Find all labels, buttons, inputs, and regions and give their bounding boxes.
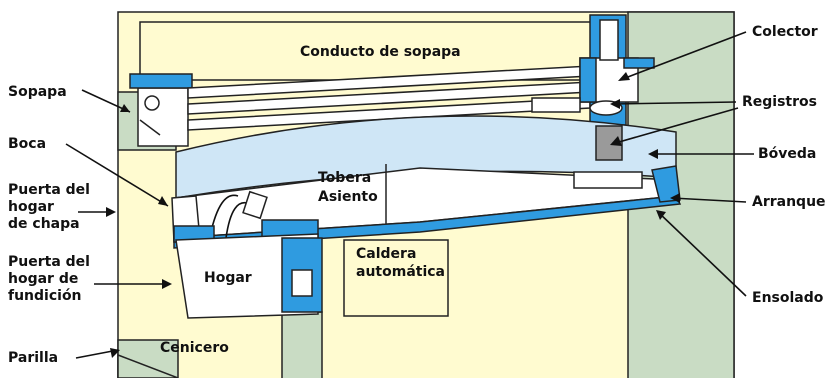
arranque-plate	[573, 171, 643, 189]
arrow-parilla	[110, 348, 120, 358]
nozzle	[242, 190, 268, 220]
leader-arranque	[671, 197, 747, 203]
label-caldera-2: automática	[356, 264, 445, 280]
label-arranque: Arranque	[752, 194, 826, 210]
label-caldera-1: Caldera	[356, 246, 416, 262]
label-puerta-chapa-3: de chapa	[8, 216, 80, 232]
arrow-puerta-fundicion	[162, 279, 172, 289]
label-asiento: Asiento	[318, 189, 378, 205]
label-boveda: Bóveda	[758, 146, 816, 162]
label-puerta-fundicion-1: Puerta del	[8, 254, 90, 270]
leader-ensolado	[657, 211, 747, 297]
arrow-ensolado	[656, 210, 666, 220]
label-boca: Boca	[8, 136, 46, 152]
sopapa-box	[137, 87, 189, 147]
arrow-sopapa	[120, 104, 130, 112]
collector-cap	[579, 57, 597, 103]
label-parilla: Parilla	[8, 350, 58, 366]
collector-side	[623, 57, 655, 69]
arrow-registros-2	[610, 136, 622, 146]
label-sopapa: Sopapa	[8, 84, 67, 100]
label-hogar: Hogar	[204, 270, 252, 286]
arrow-registros-1	[610, 99, 620, 109]
sopapa-cap	[129, 73, 193, 89]
arrow-boca	[158, 196, 168, 206]
label-tobera: Tobera	[318, 170, 371, 186]
arrow-puerta-chapa	[106, 207, 116, 217]
label-ensolado: Ensolado	[752, 290, 824, 306]
arrow-boveda	[648, 149, 658, 159]
parilla-grate	[117, 353, 179, 378]
leader-registros-2	[611, 107, 739, 145]
caldera-pipe-inner	[291, 269, 313, 297]
label-colector: Colector	[752, 24, 818, 40]
pillar	[281, 311, 323, 378]
register-block	[595, 125, 623, 161]
collector-core	[599, 19, 619, 61]
sopapa-lever	[139, 119, 161, 136]
leader-registros-1	[611, 101, 737, 105]
leader-boca	[65, 143, 169, 207]
label-cenicero: Cenicero	[160, 340, 229, 356]
label-puerta-chapa-1: Puerta del	[8, 182, 90, 198]
arrow-colector	[618, 72, 630, 81]
label-puerta-chapa-2: hogar	[8, 199, 54, 215]
label-puerta-fundicion-3: fundición	[8, 288, 82, 304]
label-conducto: Conducto de sopapa	[300, 44, 461, 60]
leader-colector	[619, 31, 747, 81]
caldera-outline	[343, 239, 449, 317]
register-plate	[531, 97, 581, 113]
label-puerta-fundicion-2: hogar de	[8, 271, 78, 287]
arrow-arranque	[670, 193, 680, 203]
sopapa-hole	[144, 95, 160, 111]
label-registros: Registros	[742, 94, 817, 110]
